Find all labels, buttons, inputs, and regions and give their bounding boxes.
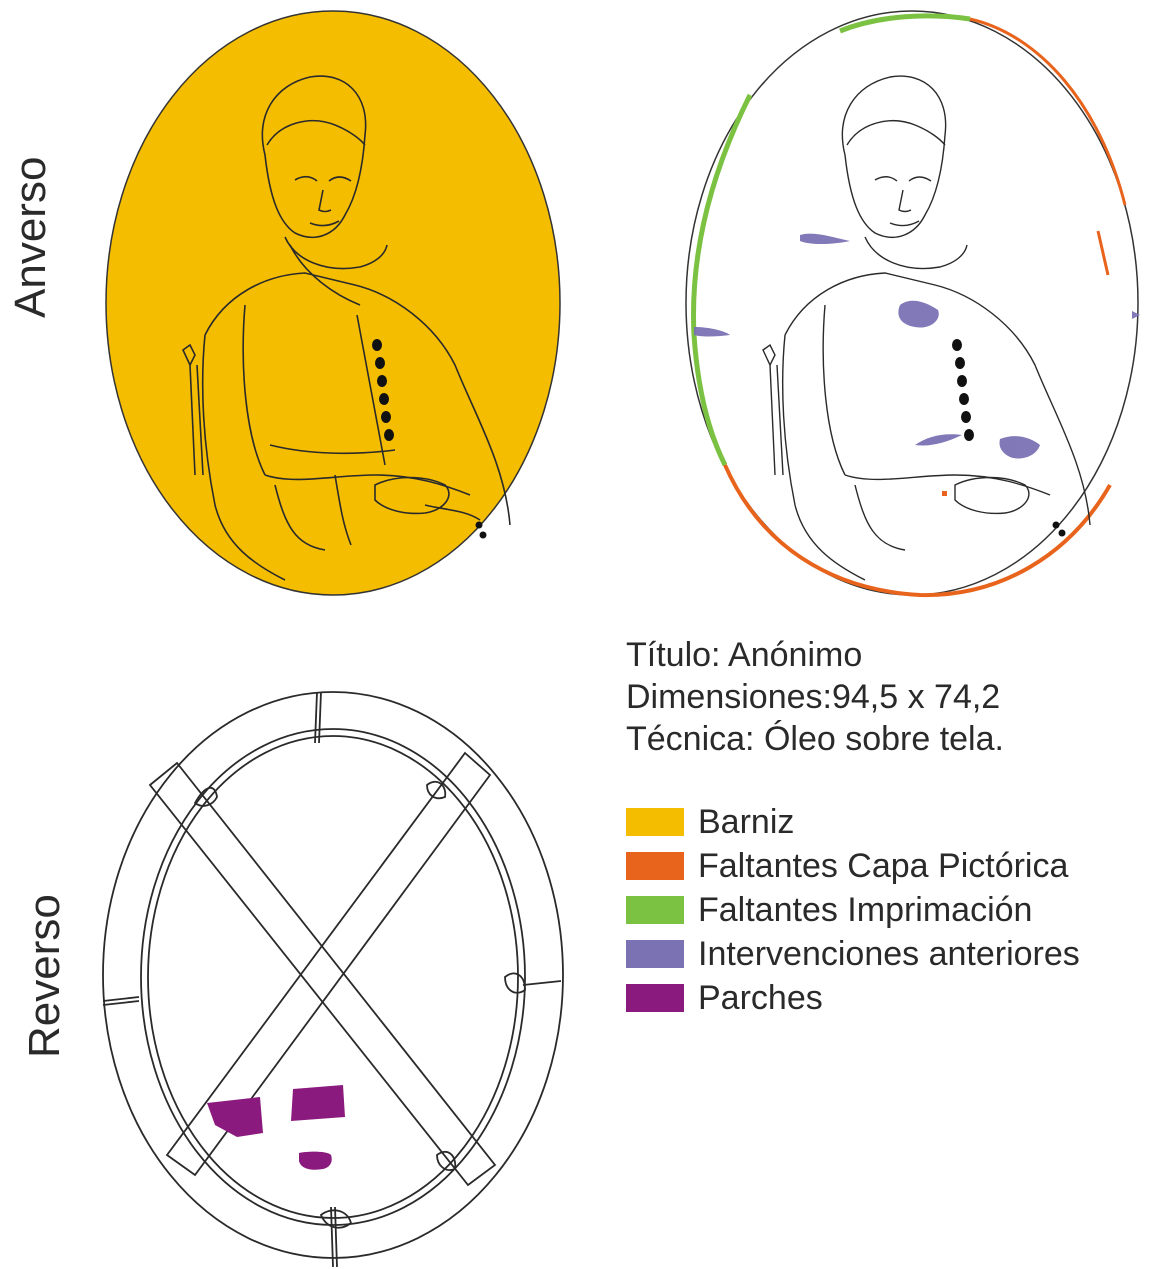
varnish-area xyxy=(106,11,560,595)
legend-swatch xyxy=(626,940,684,968)
legend-item-patches: Parches xyxy=(626,976,1080,1020)
artwork-info: Título: Anónimo Dimensiones:94,5 x 74,2 … xyxy=(626,634,1004,760)
front-side-label: Anverso xyxy=(6,157,56,318)
legend-label: Parches xyxy=(698,979,823,1018)
legend-label: Intervenciones anteriores xyxy=(698,935,1080,974)
stretcher-outer xyxy=(103,692,563,1258)
legend: Barniz Faltantes Capa Pictórica Faltante… xyxy=(626,800,1080,1020)
artwork-dimensions: Dimensiones:94,5 x 74,2 xyxy=(626,676,1004,718)
front-damage-map xyxy=(680,5,1150,605)
stretcher-inner xyxy=(141,729,525,1225)
artwork-technique: Técnica: Óleo sobre tela. xyxy=(626,718,1004,760)
legend-swatch xyxy=(626,852,684,880)
reverse-stretcher-map xyxy=(95,685,575,1269)
paint-loss-small xyxy=(942,491,947,496)
artwork-title: Título: Anónimo xyxy=(626,634,1004,676)
back-side-label: Reverso xyxy=(20,894,70,1058)
legend-item-previous-interventions: Intervenciones anteriores xyxy=(626,932,1080,976)
legend-label: Barniz xyxy=(698,803,794,842)
legend-swatch xyxy=(626,896,684,924)
legend-label: Faltantes Imprimación xyxy=(698,891,1032,930)
legend-swatch xyxy=(626,808,684,836)
crossbar-1 xyxy=(150,763,495,1185)
legend-item-ground-losses: Faltantes Imprimación xyxy=(626,888,1080,932)
legend-label: Faltantes Capa Pictórica xyxy=(698,847,1068,886)
front-varnish-map xyxy=(95,5,575,605)
legend-item-paint-losses: Faltantes Capa Pictórica xyxy=(626,844,1080,888)
patches xyxy=(207,1085,345,1170)
legend-item-barniz: Barniz xyxy=(626,800,1080,844)
legend-swatch xyxy=(626,984,684,1012)
